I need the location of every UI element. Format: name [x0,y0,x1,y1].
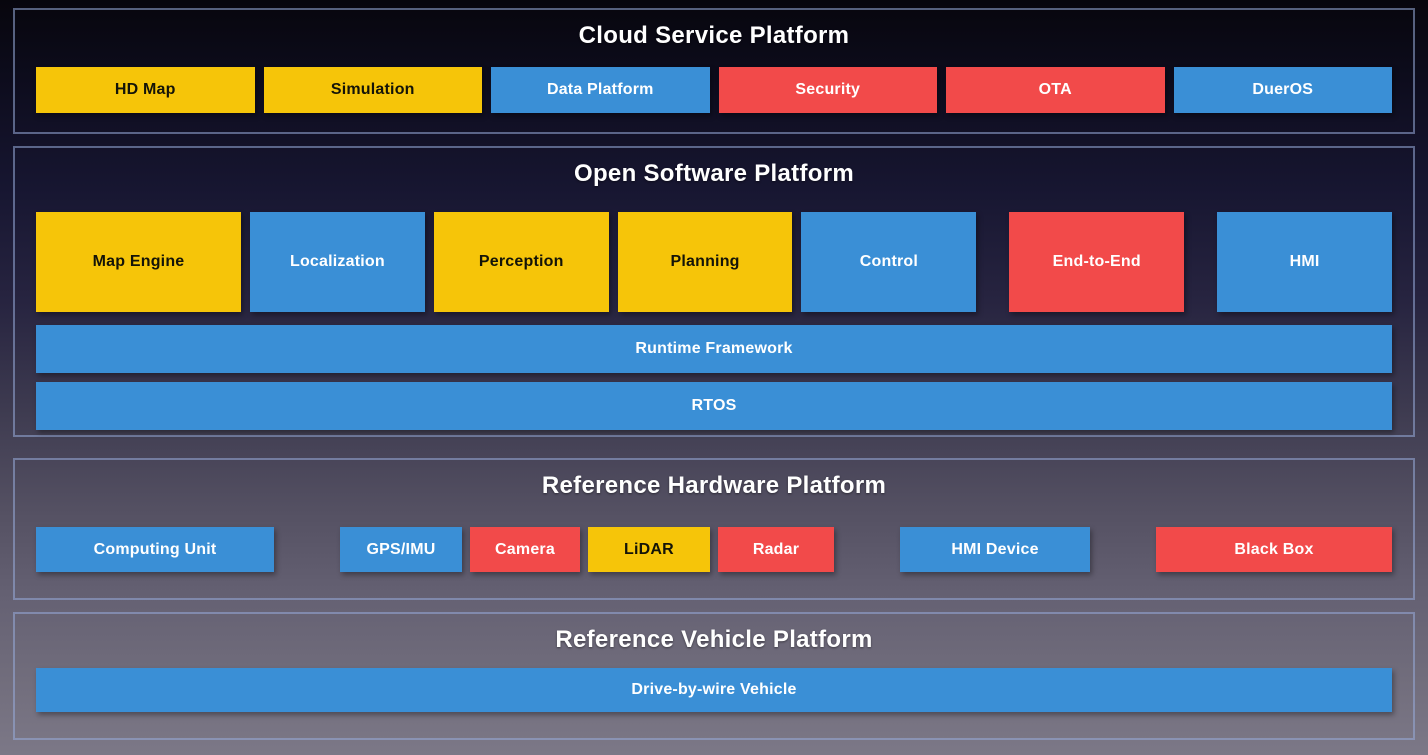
box-ota: OTA [946,67,1165,113]
box-black-box: Black Box [1156,527,1392,572]
box-gps-imu: GPS/IMU [340,527,462,572]
bar-rtos: RTOS [36,382,1392,430]
box-data-platform: Data Platform [491,67,710,113]
section-open-software-platform: Open Software Platform Map Engine Locali… [13,146,1415,437]
box-lidar: LiDAR [588,527,710,572]
title-reference-hardware-platform: Reference Hardware Platform [541,472,887,499]
box-localization: Localization [250,212,425,312]
box-hd-map: HD Map [36,67,255,113]
section-reference-vehicle-platform: Reference Vehicle Platform Drive-by-wire… [13,612,1415,740]
box-end-to-end: End-to-End [1009,212,1185,312]
box-planning: Planning [617,212,793,312]
section-reference-hardware-platform: Reference Hardware Platform Computing Un… [13,458,1415,600]
bar-drive-by-wire-vehicle: Drive-by-wire Vehicle [36,668,1392,712]
box-radar: Radar [718,527,834,572]
software-modules-row: Map Engine Localization Perception Plann… [36,212,1392,312]
row-spacer [842,527,892,572]
cloud-boxes-row: HD Map Simulation Data Platform Security… [36,67,1392,113]
box-dueros: DuerOS [1173,67,1392,113]
row-spacer [282,527,332,572]
box-perception: Perception [433,212,609,312]
box-hmi: HMI [1217,212,1392,312]
title-reference-vehicle-platform: Reference Vehicle Platform [555,626,873,653]
box-map-engine: Map Engine [36,212,241,312]
bar-runtime-framework: Runtime Framework [36,325,1392,373]
box-control: Control [801,212,977,312]
box-computing-unit: Computing Unit [36,527,274,572]
section-cloud-service-platform: Cloud Service Platform HD Map Simulation… [13,8,1415,134]
row-spacer [1098,527,1148,572]
box-security: Security [718,67,937,113]
hardware-boxes-row: Computing Unit GPS/IMU Camera LiDAR Rada… [36,527,1392,572]
box-simulation: Simulation [263,67,482,113]
box-camera: Camera [470,527,580,572]
title-open-software-platform: Open Software Platform [574,160,854,187]
title-cloud-service-platform: Cloud Service Platform [578,22,850,49]
box-hmi-device: HMI Device [900,527,1090,572]
